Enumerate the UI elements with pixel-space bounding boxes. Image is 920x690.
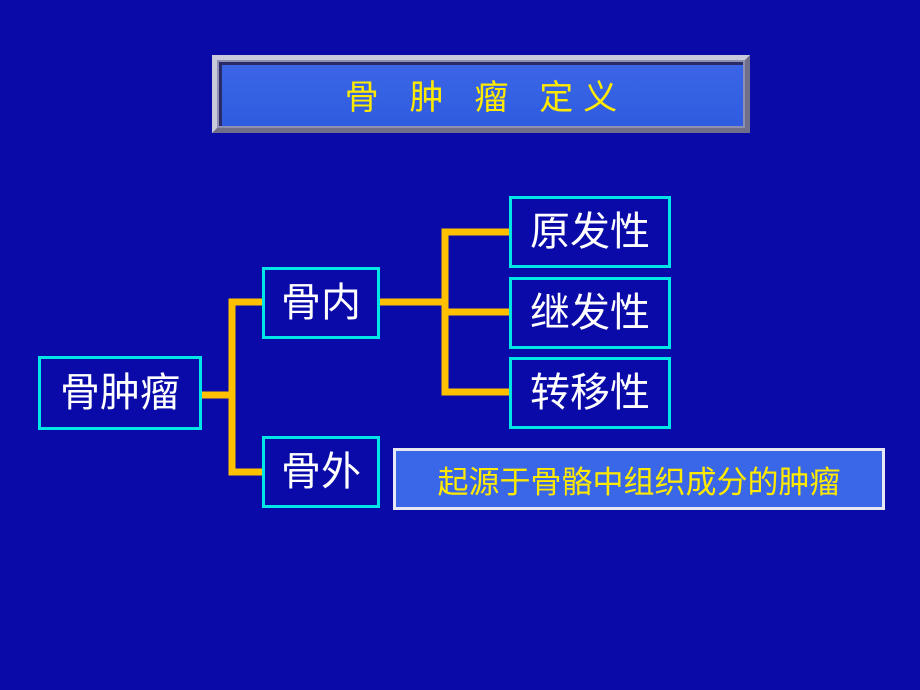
- title-banner: 骨 肿 瘤 定义: [212, 55, 750, 133]
- primary-node: 原发性: [509, 196, 671, 268]
- inner-branch-node: 骨内: [262, 267, 380, 339]
- page-title: 骨 肿 瘤 定义: [344, 77, 628, 118]
- inner-branch-label: 骨内: [281, 280, 361, 326]
- secondary-node: 继发性: [509, 277, 671, 349]
- root-node: 骨肿瘤: [38, 356, 202, 430]
- root-label: 骨肿瘤: [60, 370, 180, 416]
- outer-branch-label: 骨外: [281, 449, 361, 495]
- metastatic-label: 转移性: [530, 370, 650, 416]
- outer-branch-node: 骨外: [262, 436, 380, 508]
- secondary-label: 继发性: [530, 290, 650, 336]
- primary-label: 原发性: [530, 209, 650, 255]
- metastatic-node: 转移性: [509, 357, 671, 429]
- outer-description-box: 起源于骨骼中组织成分的肿瘤: [393, 448, 885, 510]
- outer-description-text: 起源于骨骼中组织成分的肿瘤: [437, 464, 841, 501]
